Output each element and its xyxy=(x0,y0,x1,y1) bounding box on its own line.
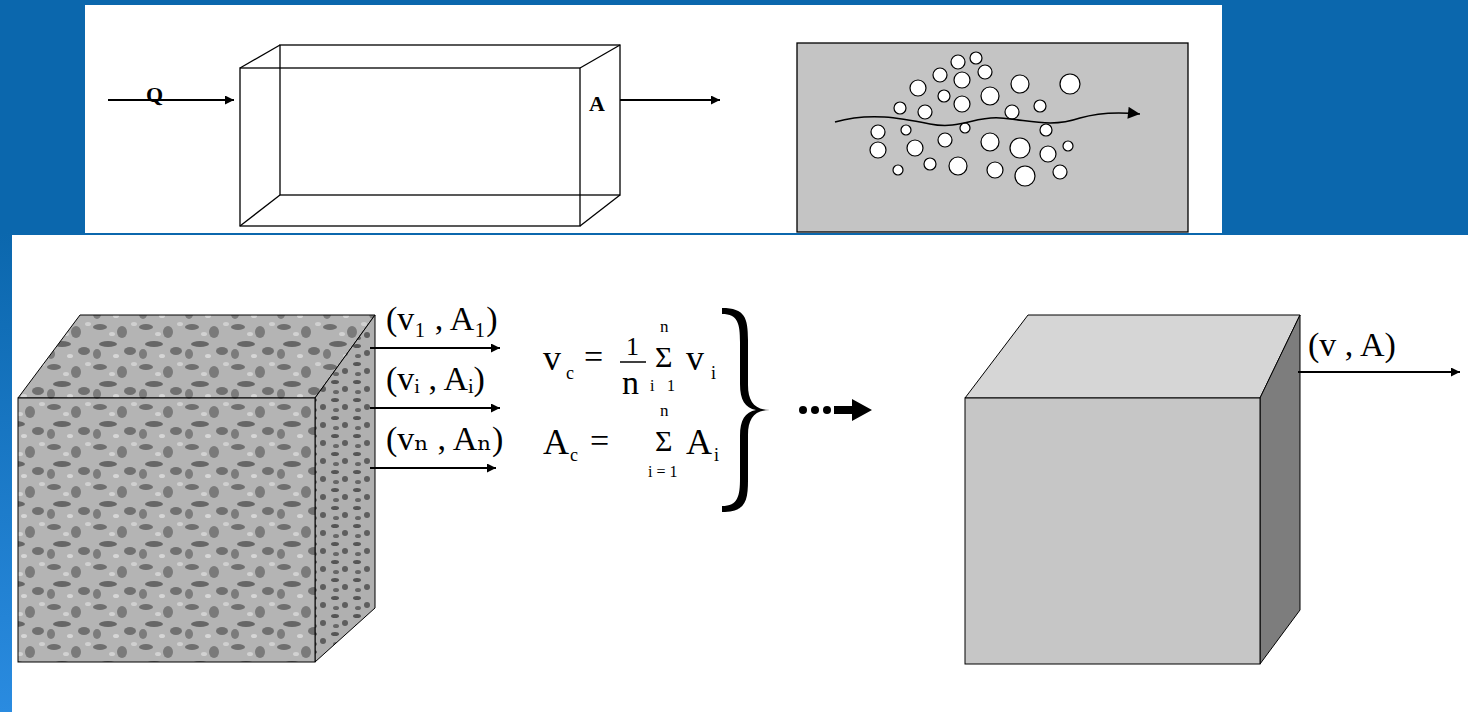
flux-label: (v₁ , A₁) xyxy=(386,302,498,336)
formula-symbol: v xyxy=(686,340,704,376)
textured-cube xyxy=(18,315,375,662)
flow-arrow xyxy=(620,99,720,101)
formula-subscript: i xyxy=(714,446,719,464)
implies-arrow xyxy=(799,399,872,421)
formula-symbol: v xyxy=(543,340,561,376)
wireframe-box xyxy=(240,45,620,226)
flux-label: (v , A) xyxy=(1308,328,1396,362)
formula-symbol: Σ xyxy=(655,342,672,372)
flux-label: (vₙ , Aₙ) xyxy=(386,422,503,456)
flow-arrow xyxy=(108,99,234,101)
formula-symbol: A xyxy=(686,424,712,460)
formula-subscript: i xyxy=(711,364,716,382)
flow-path xyxy=(835,113,1140,126)
porous-panel xyxy=(797,43,1188,232)
fraction-bar xyxy=(620,361,646,363)
flux-arrow xyxy=(1298,371,1460,373)
formula-symbol: = xyxy=(590,424,609,458)
formula-limit: n xyxy=(660,318,669,335)
formula-limit: 1 xyxy=(667,378,675,394)
formula-limit: n xyxy=(660,402,669,419)
blue-strip xyxy=(0,232,12,712)
formula-subscript: c xyxy=(566,364,574,382)
blue-band xyxy=(0,0,1468,235)
flow-symbol: Q xyxy=(146,84,163,106)
white-panel xyxy=(12,235,1468,712)
formula-limit: i xyxy=(650,378,654,394)
white-panel xyxy=(85,5,1222,233)
formula-symbol: = xyxy=(584,340,603,374)
formula-symbol: A xyxy=(543,424,569,460)
flux-label: (vᵢ , Aᵢ) xyxy=(386,362,485,396)
equivalent-cube xyxy=(965,315,1300,664)
formula-symbol: n xyxy=(622,366,639,400)
formula-limit: i = 1 xyxy=(648,464,677,480)
formula-subscript: c xyxy=(570,446,578,464)
formula-symbol: 1 xyxy=(626,334,639,360)
area-symbol: A xyxy=(588,93,606,115)
formula-symbol: Σ xyxy=(655,426,672,456)
brace xyxy=(722,308,770,512)
